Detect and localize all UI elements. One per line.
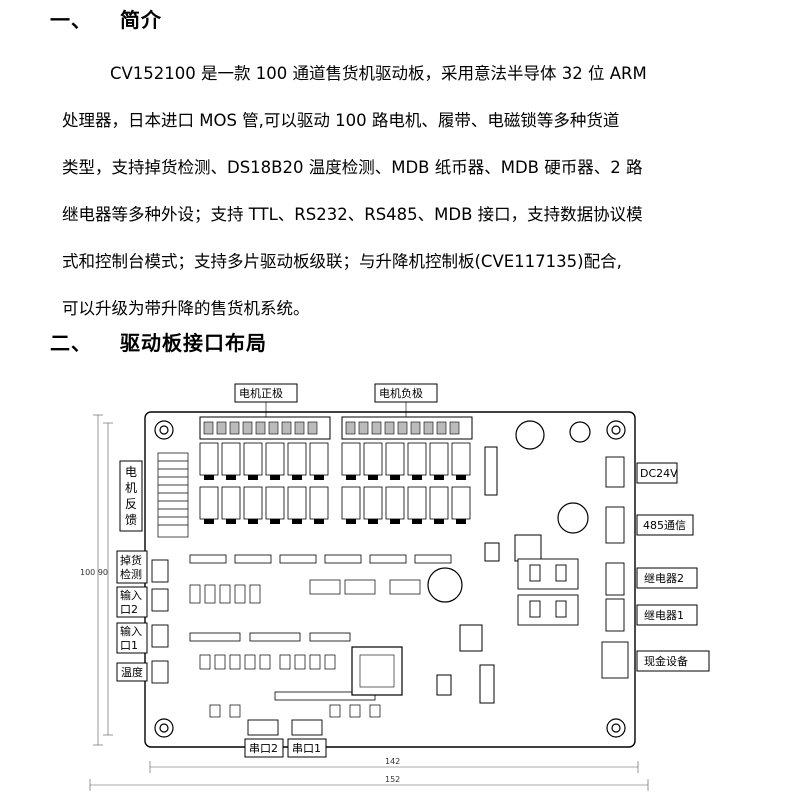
dc24v-label: DC24V: [640, 467, 678, 480]
relays: [517, 558, 579, 626]
regulator-chip: [459, 624, 483, 652]
intro-line: 式和控制台模式；支持多片驱动板级联；与升降机控制板(CVE117135)配合,: [62, 252, 622, 271]
rs485-label-box: [636, 514, 694, 536]
section2-heading: 二、 驱动板接口布局: [50, 327, 267, 356]
outer-width-dimension: 152: [385, 775, 400, 784]
serial2-label: 串口2: [249, 742, 278, 755]
section2-title: 驱动板接口布局: [120, 331, 267, 355]
resistor-strips: [189, 554, 452, 701]
intro-line: 可以升级为带升降的售货机系统。: [62, 299, 310, 318]
inductor: [514, 534, 542, 562]
serial1-label-box: [287, 738, 327, 758]
serial2-label-box: [244, 738, 284, 758]
motor-positive-connector: [199, 416, 331, 440]
inner-width-dimension: 142: [385, 757, 400, 766]
mounting-holes: [154, 420, 626, 738]
input1-label-line1: 输入: [120, 624, 142, 638]
right-connectors: [601, 456, 629, 679]
motor-feedback-char: 机: [125, 481, 137, 495]
buzzer: [427, 567, 463, 603]
intro-line: 继电器等多种外设；支持 TTL、RS232、RS485、MDB 接口，支持数据协…: [62, 205, 643, 224]
small-components: [189, 579, 421, 718]
relay2-label-box: [636, 567, 698, 589]
drop-detect-label-line1: 掉货: [120, 553, 142, 567]
input2-label-line2: 口2: [120, 603, 138, 616]
temperature-label: 温度: [121, 665, 143, 679]
serial1-label: 串口1: [292, 742, 321, 755]
capacitor-large: [515, 420, 545, 450]
intro-line: 类型，支持掉货检测、DS18B20 温度检测、MDB 纸币器、MDB 硬币器、2…: [62, 158, 643, 177]
motor-feedback-char: 反: [125, 497, 137, 511]
dip-chip: [479, 664, 495, 704]
intro-line: 处理器，日本进口 MOS 管,可以驱动 100 路电机、履带、电磁锁等多种货道: [62, 111, 620, 130]
intro-line: CV152100 是一款 100 通道售货机驱动板，采用意法半导体 32 位 A…: [110, 64, 647, 83]
motor-feedback-header: [157, 452, 189, 538]
motor-positive-label: 电机正极: [239, 386, 283, 400]
dc24v-label-box: [636, 462, 678, 484]
cash-device-label-box: [636, 650, 710, 672]
motor-negative-connector: [341, 416, 473, 440]
diode: [484, 542, 500, 562]
dimension-lines: [89, 414, 649, 791]
motor-feedback-label-box: [119, 460, 143, 532]
section2-number: 二、: [50, 331, 92, 355]
motor-negative-label: 电机负极: [379, 386, 423, 400]
fuse: [484, 446, 498, 496]
mcu-chip: [351, 646, 403, 696]
drop-detect-label-box: [116, 550, 148, 584]
left-connectors: [151, 559, 169, 684]
section1-title: 简介: [120, 8, 162, 32]
rs485-label: 485通信: [643, 519, 686, 532]
capacitor-mid: [569, 421, 591, 443]
motor-feedback-char: 馈: [125, 513, 137, 527]
temperature-label-box: [116, 662, 148, 682]
input2-label-box: [116, 586, 148, 618]
input1-label-line2: 口1: [120, 639, 138, 652]
mosfet-tabs: [204, 475, 466, 524]
mosfet-array: [199, 442, 471, 520]
intro-paragraph: CV152100 是一款 100 通道售货机驱动板，采用意法半导体 32 位 A…: [62, 50, 747, 332]
input1-label-box: [116, 622, 148, 654]
drop-detect-label-line2: 检测: [120, 567, 142, 581]
section1-number: 一、: [50, 8, 92, 32]
height-dimension: 100 90: [80, 568, 108, 577]
section1-heading: 一、 简介: [50, 4, 162, 33]
motor-feedback-char: 电: [125, 465, 137, 479]
capacitor-bottom: [557, 502, 589, 534]
board-layout-diagram: 100 90 142 152 电机正极 电机负极: [80, 383, 710, 791]
relay1-label: 继电器1: [644, 609, 684, 622]
relay1-label-box: [636, 604, 698, 626]
relay2-label: 继电器2: [644, 572, 684, 585]
crystal: [436, 674, 452, 696]
cash-device-label: 现金设备: [644, 654, 688, 668]
serial-connectors: [247, 719, 323, 736]
input2-label-line1: 输入: [120, 588, 142, 602]
